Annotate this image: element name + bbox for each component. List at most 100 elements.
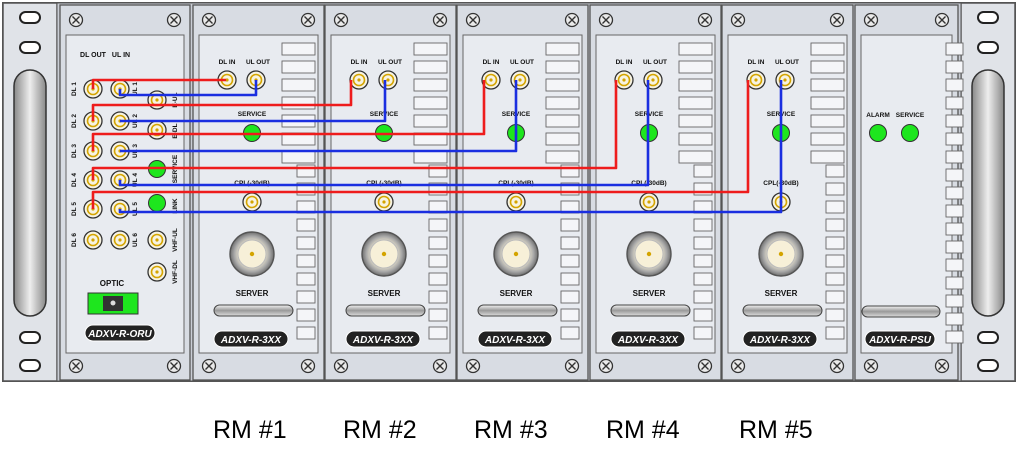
module-name-badge <box>864 330 936 348</box>
module-name-badge <box>345 330 421 348</box>
vent-slot <box>825 272 845 286</box>
led-indicator <box>148 194 166 212</box>
dl-port-label: DL 3 <box>71 144 78 158</box>
server-connector-pin <box>381 251 387 257</box>
vent-slot <box>560 326 580 340</box>
connector-pin-icon <box>382 200 386 204</box>
vent-slot <box>560 218 580 232</box>
connector-ring-icon <box>113 233 127 247</box>
vent-slot <box>945 204 964 218</box>
vent-slot <box>428 272 448 286</box>
screw-cross-icon <box>170 16 178 24</box>
screw-cross-icon <box>72 362 80 370</box>
connector-ring-icon <box>150 123 164 137</box>
connector-ring-icon <box>381 73 395 87</box>
connector-pin-icon <box>91 238 95 242</box>
vent-slot <box>296 290 316 304</box>
vent-slot <box>945 294 964 308</box>
vent-slot <box>945 330 964 344</box>
connector-pin-icon <box>118 238 122 242</box>
caption-rm-4: RM #4 <box>606 416 680 444</box>
module-name-text: ADXV-R-3XX <box>352 335 415 346</box>
optic-port-hole <box>110 300 116 306</box>
vent-slot <box>945 114 964 128</box>
dl-out-header: DL OUT <box>80 52 107 59</box>
dl-port-label: DL 4 <box>71 173 78 187</box>
server-connector-pin <box>646 251 652 257</box>
connector-ring-icon <box>377 195 391 209</box>
alarm-label: ALARM <box>866 112 889 119</box>
connector-ring-icon <box>778 73 792 87</box>
connector-ring-icon <box>113 202 127 216</box>
vent-slot <box>545 60 580 74</box>
vent-slot <box>560 290 580 304</box>
vent-slot <box>825 182 845 196</box>
vent-slot <box>413 96 448 110</box>
vent-slot <box>825 254 845 268</box>
module-name-text: ADXV-R-3XX <box>220 335 283 346</box>
module-name-text: ADXV-R-3XX <box>484 335 547 346</box>
handle-bar <box>345 304 426 317</box>
vent-slot <box>945 42 964 56</box>
connector-pin-icon <box>754 78 758 82</box>
vent-slot <box>545 114 580 128</box>
vent-slot <box>945 132 964 146</box>
vent-slot <box>545 42 580 56</box>
led-indicator <box>901 124 919 142</box>
vent-slot <box>678 132 713 146</box>
rack-slot-hole <box>19 359 41 372</box>
rack-slot-hole <box>977 331 999 344</box>
rack-slot-hole <box>977 11 999 24</box>
connector-pin-icon <box>155 270 159 274</box>
screw-cross-icon <box>205 362 213 370</box>
vent-slot <box>296 326 316 340</box>
screw-cross-icon <box>72 16 80 24</box>
connector-ring-icon <box>617 73 631 87</box>
screw-cross-icon <box>701 362 709 370</box>
ul-cable <box>120 80 518 153</box>
vent-slot <box>281 96 316 110</box>
vent-slot <box>413 60 448 74</box>
screw-cross-icon <box>337 362 345 370</box>
screw-cross-icon <box>304 362 312 370</box>
connector-pin-icon <box>155 98 159 102</box>
vent-slot <box>545 96 580 110</box>
screw-cross-icon <box>304 16 312 24</box>
connector-ring-icon <box>86 233 100 247</box>
vent-slot <box>693 236 713 250</box>
server-label: SERVER <box>633 289 666 298</box>
vent-slot <box>693 308 713 322</box>
vent-slot <box>281 150 316 164</box>
screw-cross-icon <box>568 362 576 370</box>
vent-slot <box>945 60 964 74</box>
connector-pin-icon <box>518 78 522 82</box>
vent-slot <box>413 78 448 92</box>
vent-slot <box>296 308 316 322</box>
caption-rm-1: RM #1 <box>213 416 287 444</box>
module-panel <box>860 34 953 354</box>
connector-ring-icon <box>509 195 523 209</box>
ul-out-label: UL OUT <box>510 59 534 66</box>
side-port-label: VHF-DL <box>172 260 179 284</box>
handle-bar <box>213 304 294 317</box>
module-name-text: ADXV-R-PSU <box>868 335 932 346</box>
vent-slot <box>810 96 845 110</box>
vent-slot <box>945 240 964 254</box>
right-handle <box>971 69 1005 317</box>
vent-slot <box>693 164 713 178</box>
vent-slot <box>945 276 964 290</box>
connector-pin-icon <box>357 78 361 82</box>
screw-cross-icon <box>833 362 841 370</box>
vent-slot <box>428 254 448 268</box>
vent-slot <box>428 236 448 250</box>
ul-out-label: UL OUT <box>643 59 667 66</box>
server-label: SERVER <box>236 289 269 298</box>
vent-slot <box>825 218 845 232</box>
screw-cross-icon <box>867 362 875 370</box>
server-label: SERVER <box>368 289 401 298</box>
side-port-label: LINK <box>172 198 179 213</box>
vent-slot <box>825 164 845 178</box>
screw-cross-icon <box>938 362 946 370</box>
